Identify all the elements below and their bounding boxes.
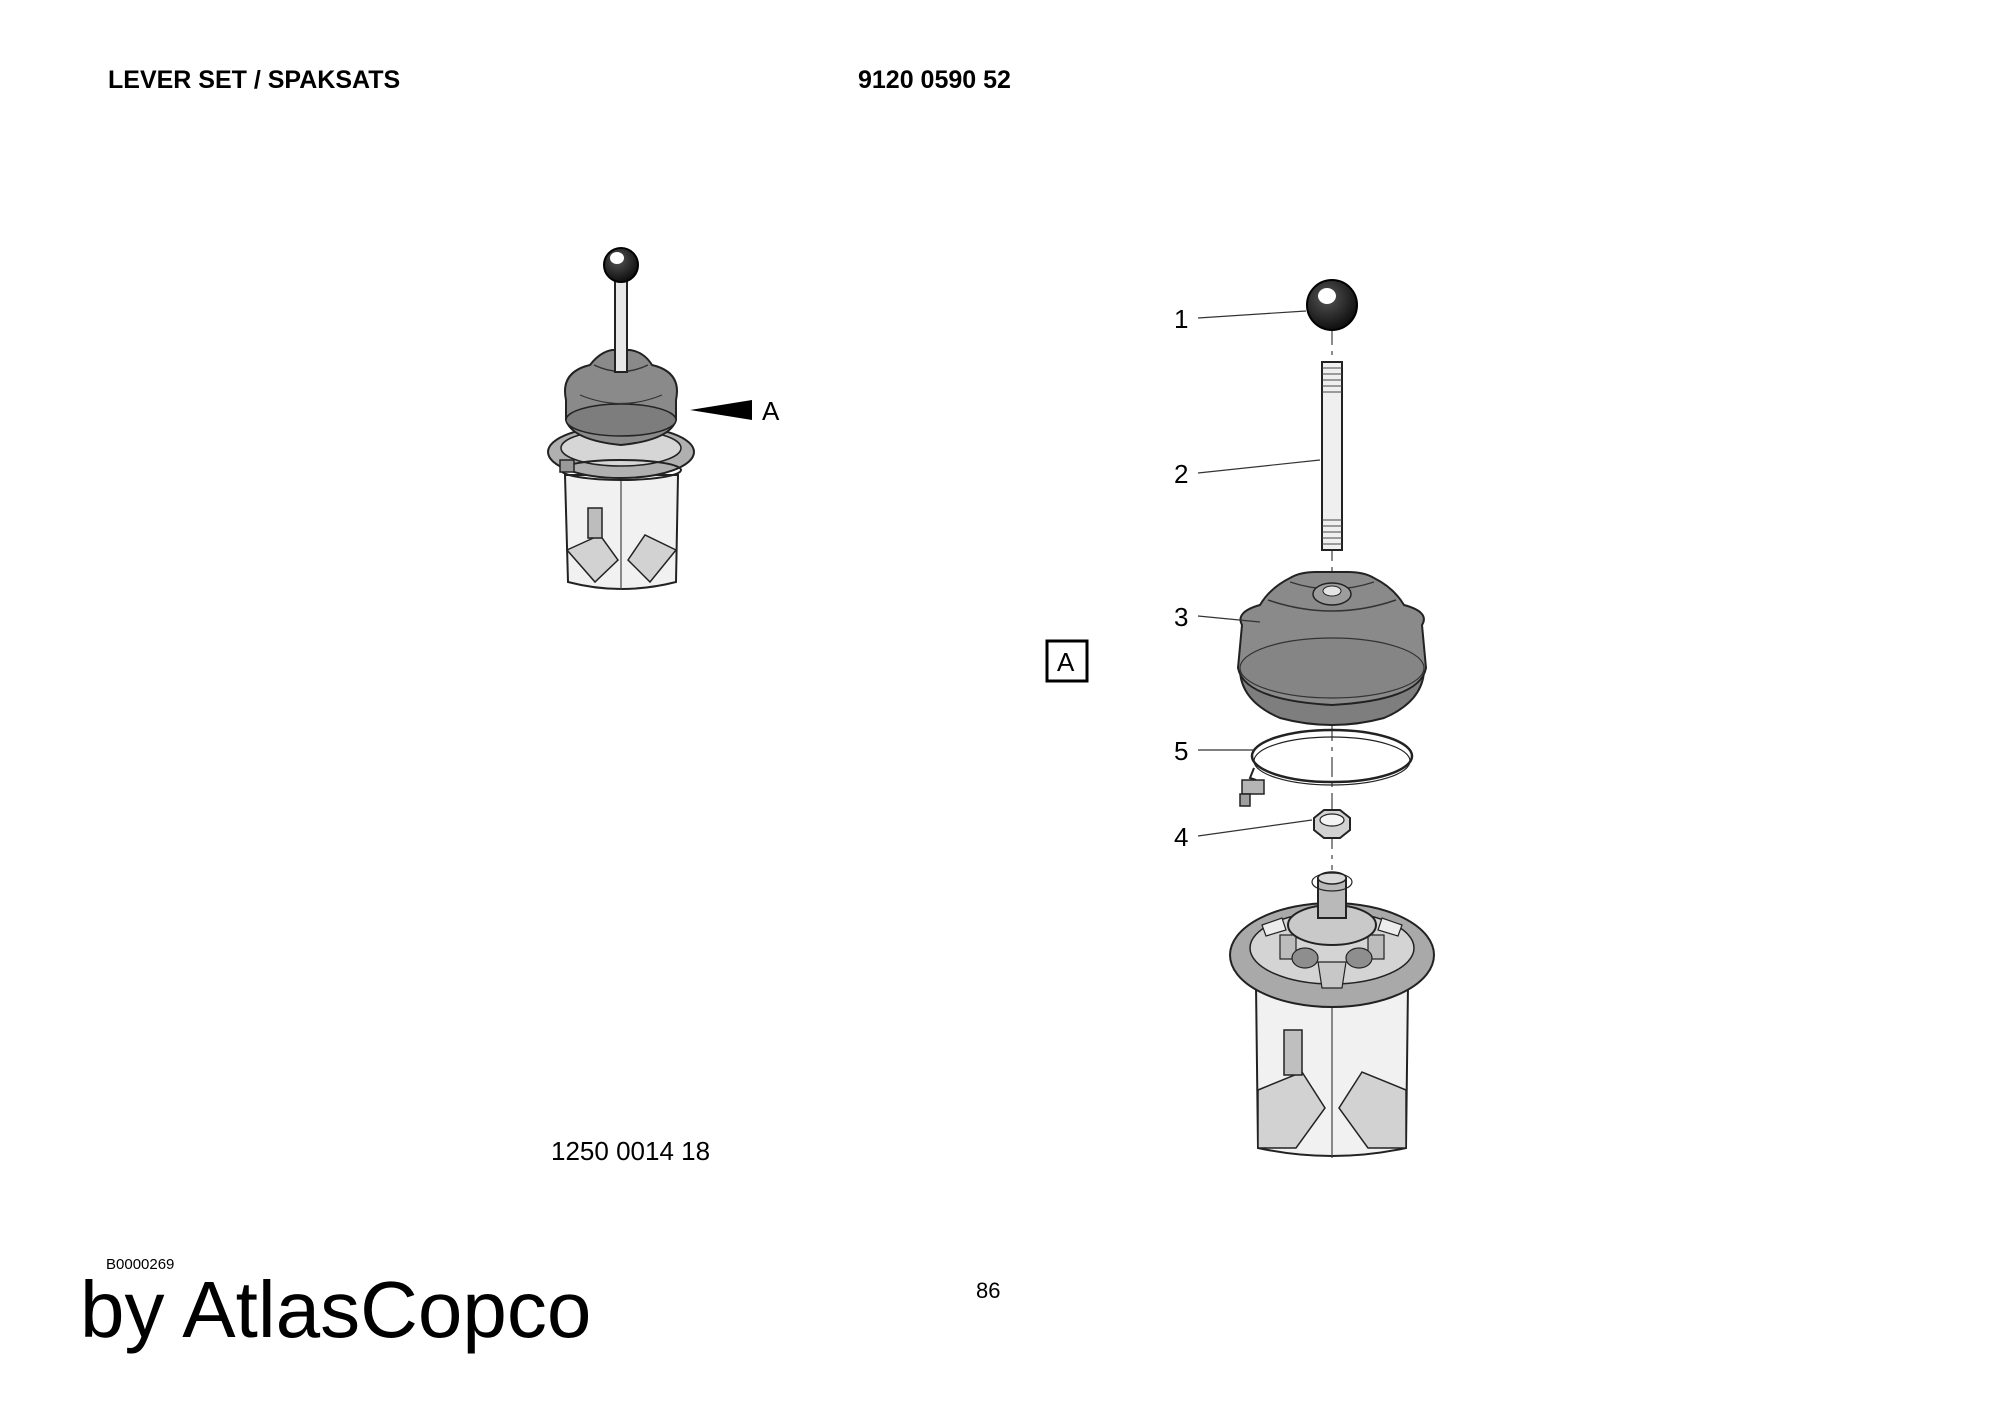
drawing-number: 1250 0014 18 <box>551 1136 711 1166</box>
assembled-lever-set <box>547 247 752 590</box>
page-number: 86 <box>976 1278 1001 1303</box>
callout-2: 2 <box>1174 459 1188 489</box>
brand-watermark: by AtlasCopco <box>80 1265 592 1354</box>
callout-4: 4 <box>1174 822 1188 852</box>
detail-box <box>1045 639 1089 683</box>
exploded-view <box>1197 279 1435 1158</box>
base-unit-part <box>1229 871 1435 1158</box>
hose-clamp-part <box>1239 728 1414 807</box>
detail-box-label: A <box>1057 647 1075 677</box>
view-a-label: A <box>762 396 780 426</box>
knob-part <box>1306 279 1358 331</box>
page-title: LEVER SET / SPAKSATS <box>108 66 401 94</box>
threaded-rod-part <box>1321 361 1343 551</box>
part-number: 9120 0590 52 <box>858 66 1011 94</box>
callout-3: 3 <box>1174 602 1188 632</box>
document-id: B0000269 <box>106 1256 175 1273</box>
rubber-boot-part <box>1236 571 1428 726</box>
callout-1: 1 <box>1174 304 1188 334</box>
callout-5: 5 <box>1174 736 1188 766</box>
nut-part <box>1313 809 1351 839</box>
